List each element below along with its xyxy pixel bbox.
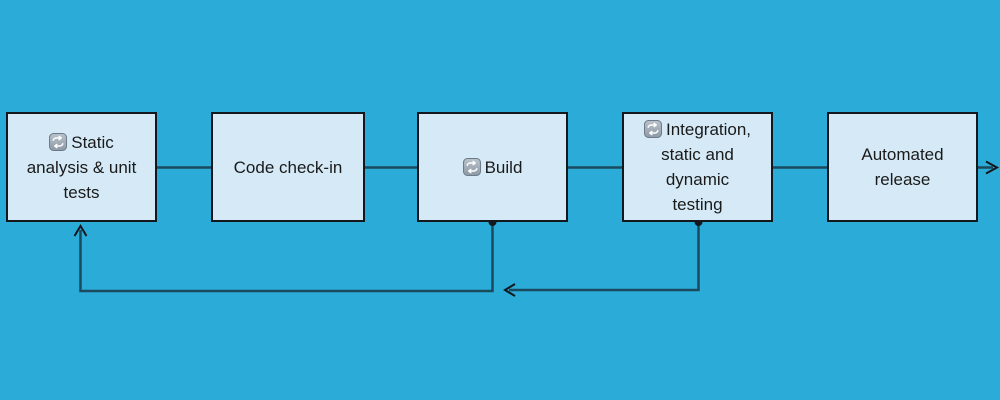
arrowhead-integration-feedback: [503, 283, 516, 297]
node-text-integration-static-dynamic-testing: Integration, static and dynamic testing: [661, 120, 752, 214]
node-label-integration-static-dynamic-testing: Integration, static and dynamic testing: [638, 117, 757, 217]
connector-integration-feedback-left: [509, 222, 700, 292]
arrowhead-feedback-to-static: [73, 224, 88, 237]
arrowhead-release-output: [985, 160, 1000, 175]
connector-build-feedback-to-static: [79, 222, 494, 293]
node-label-build: Build: [457, 155, 529, 180]
node-code-check-in[interactable]: Code check-in: [211, 112, 365, 222]
node-integration-static-dynamic-testing[interactable]: Integration, static and dynamic testing: [622, 112, 773, 222]
node-text-automated-release: Automated release: [861, 145, 944, 189]
node-label-code-check-in: Code check-in: [228, 155, 349, 180]
node-label-automated-release: Automated release: [855, 142, 949, 192]
loop-repeat-icon: [49, 132, 68, 151]
loop-repeat-icon: [643, 120, 662, 138]
node-text-static-analysis-unit-tests: Static analysis & unit tests: [26, 132, 137, 202]
node-automated-release[interactable]: Automated release: [827, 112, 978, 222]
node-text-code-check-in: Code check-in: [233, 157, 343, 177]
node-text-build: Build: [484, 157, 523, 177]
loop-repeat-icon: [462, 157, 481, 176]
node-build[interactable]: Build: [417, 112, 568, 222]
node-static-analysis-unit-tests[interactable]: Static analysis & unit tests: [6, 112, 157, 222]
node-label-static-analysis-unit-tests: Static analysis & unit tests: [21, 130, 143, 205]
